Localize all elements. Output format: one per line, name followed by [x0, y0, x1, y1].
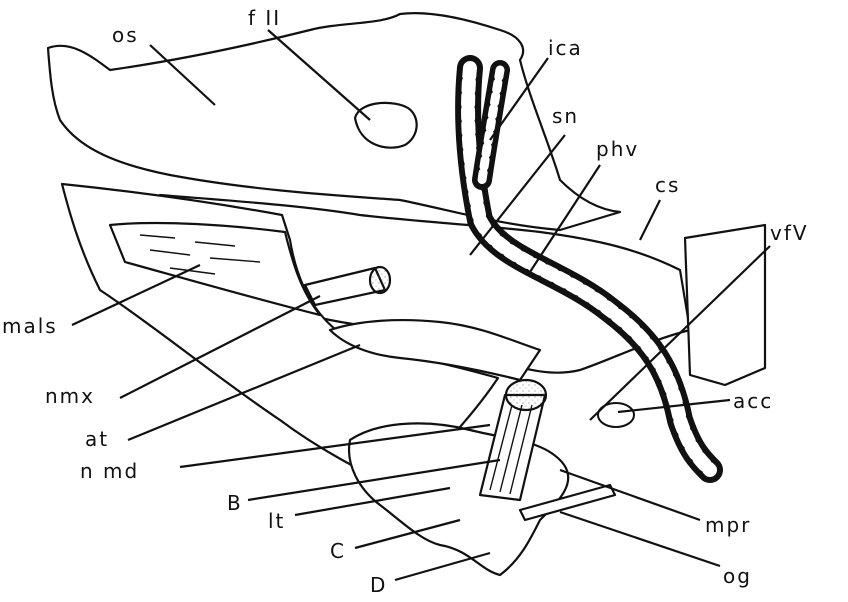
label-b: B	[227, 491, 243, 515]
label-acc: acc	[733, 389, 773, 413]
label-mals: mals	[2, 314, 58, 338]
label-cs: cs	[655, 173, 680, 197]
label-og: og	[723, 564, 752, 588]
label-ica: ica	[548, 36, 583, 60]
mandibular-nerve-end	[506, 380, 546, 410]
label-vfv: vfV	[770, 221, 809, 245]
label-os: os	[112, 23, 139, 47]
label-d: D	[370, 573, 387, 597]
label-n-md: n md	[80, 459, 139, 483]
label-f-ii: f II	[248, 6, 281, 30]
label-nmx: nmx	[45, 384, 95, 408]
label-mpr: mpr	[705, 513, 751, 537]
maxillary-nerve-end	[370, 267, 390, 293]
striated-box-shape	[685, 225, 765, 385]
label-phv: phv	[596, 137, 639, 161]
label-c: C	[330, 539, 346, 563]
label-at: at	[85, 427, 109, 451]
label-sn: sn	[552, 104, 579, 128]
label-lt: lt	[268, 509, 285, 533]
